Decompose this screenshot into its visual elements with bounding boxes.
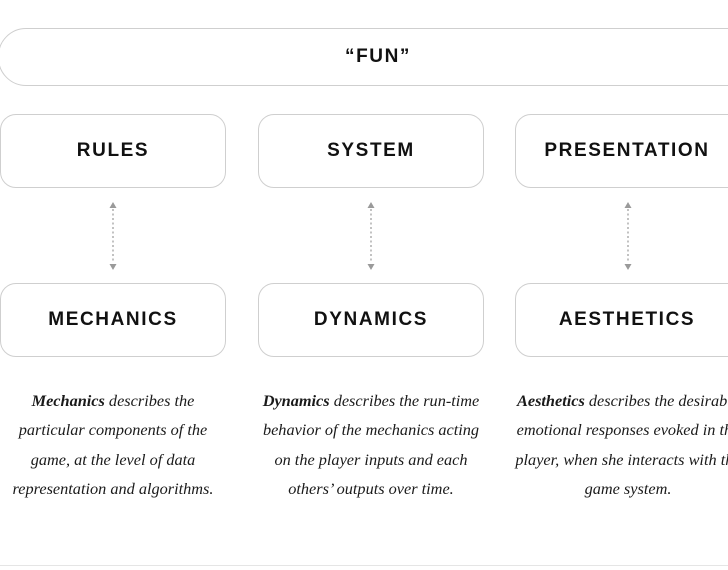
rules-label: RULES bbox=[76, 140, 150, 161]
dotted-double-arrow-icon bbox=[109, 202, 117, 270]
presentation-box: PRESENTATION bbox=[515, 114, 728, 188]
mechanics-box: MECHANICS bbox=[0, 283, 226, 357]
aesthetics-term: Aesthetics bbox=[516, 391, 585, 410]
rules-box: RULES bbox=[0, 114, 226, 188]
dynamics-box: DYNAMICS bbox=[258, 283, 484, 357]
dynamics-description-text: describes the run-time behavior of the m… bbox=[262, 391, 480, 498]
aesthetics-label: AESTHETICS bbox=[558, 309, 696, 330]
system-label: SYSTEM bbox=[327, 140, 415, 161]
dynamics-label: DYNAMICS bbox=[313, 309, 429, 330]
dynamics-description: Dynamics describes the run-time behavior… bbox=[258, 386, 484, 503]
aesthetics-box: AESTHETICS bbox=[515, 283, 728, 357]
aesthetics-description: Aesthetics describes the desirable emoti… bbox=[515, 386, 728, 503]
mechanics-label: MECHANICS bbox=[48, 309, 178, 330]
mechanics-description: Mechanics describes the particular compo… bbox=[0, 386, 226, 503]
aesthetics-description-text: describes the desirable emotional respon… bbox=[515, 391, 728, 498]
bottom-divider bbox=[0, 565, 728, 566]
mechanics-description-text: describes the particular components of t… bbox=[12, 391, 214, 498]
system-box: SYSTEM bbox=[258, 114, 484, 188]
presentation-label: PRESENTATION bbox=[544, 140, 710, 161]
fun-label: “FUN” bbox=[344, 46, 412, 67]
dotted-double-arrow-icon bbox=[367, 202, 375, 270]
dynamics-term: Dynamics bbox=[262, 391, 330, 410]
mechanics-term: Mechanics bbox=[31, 391, 105, 410]
dotted-double-arrow-icon bbox=[624, 202, 632, 270]
fun-box: “FUN” bbox=[0, 28, 728, 86]
